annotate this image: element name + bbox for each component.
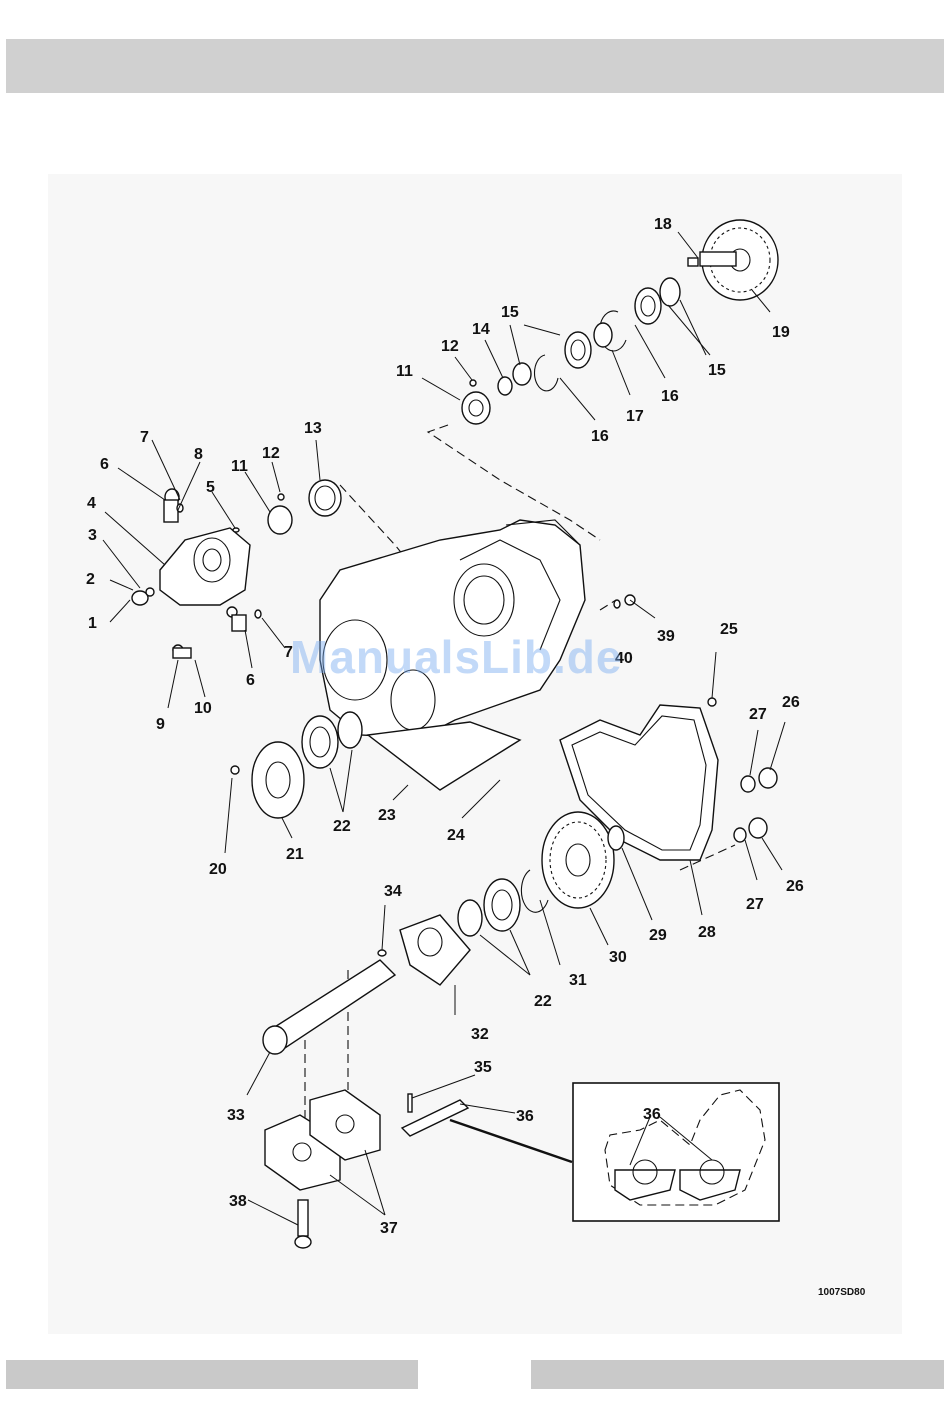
bearings-top (470, 278, 680, 395)
callout-25: 25 (720, 621, 738, 638)
callout-31: 31 (569, 972, 587, 989)
callout-6b: 6 (246, 672, 255, 689)
callout-15b: 15 (708, 362, 726, 379)
callout-11b: 11 (396, 363, 413, 380)
callout-6a: 6 (100, 456, 109, 473)
callout-35: 35 (474, 1059, 492, 1076)
callout-11a: 11 (231, 458, 248, 475)
callout-5: 5 (206, 479, 215, 496)
callout-27a: 27 (749, 706, 767, 723)
callout-28: 28 (698, 924, 716, 941)
callout-16a: 16 (591, 428, 609, 445)
callout-37: 37 (380, 1220, 398, 1237)
callout-39: 39 (657, 628, 675, 645)
callout-22a: 22 (333, 818, 351, 835)
callout-21: 21 (286, 846, 304, 863)
strap-bar (402, 1094, 468, 1136)
callout-26b: 26 (786, 878, 804, 895)
inset-detail-box (573, 1083, 779, 1221)
oil-pan (368, 722, 520, 790)
inset-pointer (450, 1120, 572, 1162)
crankshaft (263, 915, 470, 1054)
inset-callout-36: 36 (643, 1106, 661, 1123)
figure-code: 1007SD80 (818, 1287, 866, 1298)
callout-26a: 26 (782, 694, 800, 711)
callout-14: 14 (472, 321, 490, 338)
bearing-caps (265, 1090, 380, 1248)
callout-17: 17 (626, 408, 644, 425)
callout-34: 34 (384, 883, 402, 900)
callout-7a: 7 (140, 429, 149, 446)
main-housing (320, 520, 585, 738)
callout-10: 10 (194, 700, 212, 717)
callout-9: 9 (156, 716, 165, 733)
callout-27b: 27 (746, 896, 764, 913)
callout-32: 32 (471, 1026, 489, 1043)
bearing-group-left (231, 712, 362, 818)
watermark-text: ManualsLib.de (290, 630, 622, 684)
gear-shaft-assembly (688, 220, 778, 300)
callout-1: 1 (88, 615, 97, 632)
callout-23: 23 (378, 807, 396, 824)
callout-2: 2 (86, 571, 95, 588)
callout-36: 36 (516, 1108, 534, 1125)
callout-4: 4 (87, 495, 96, 512)
callout-15a: 15 (501, 304, 519, 321)
callout-16b: 16 (661, 388, 679, 405)
callout-33: 33 (227, 1107, 245, 1124)
callout-38: 38 (229, 1193, 247, 1210)
callout-29: 29 (649, 927, 667, 944)
callout-30: 30 (609, 949, 627, 966)
drive-gear-small (462, 392, 490, 424)
callout-13: 13 (304, 420, 322, 437)
callout-19: 19 (772, 324, 790, 341)
callout-12a: 12 (262, 445, 280, 462)
callout-12b: 12 (441, 338, 459, 355)
callout-8: 8 (194, 446, 203, 463)
callout-24: 24 (447, 827, 465, 844)
callout-22b: 22 (534, 993, 552, 1010)
callout-18: 18 (654, 216, 672, 233)
large-gear (458, 812, 624, 936)
callout-20: 20 (209, 861, 227, 878)
callout-3: 3 (88, 527, 97, 544)
